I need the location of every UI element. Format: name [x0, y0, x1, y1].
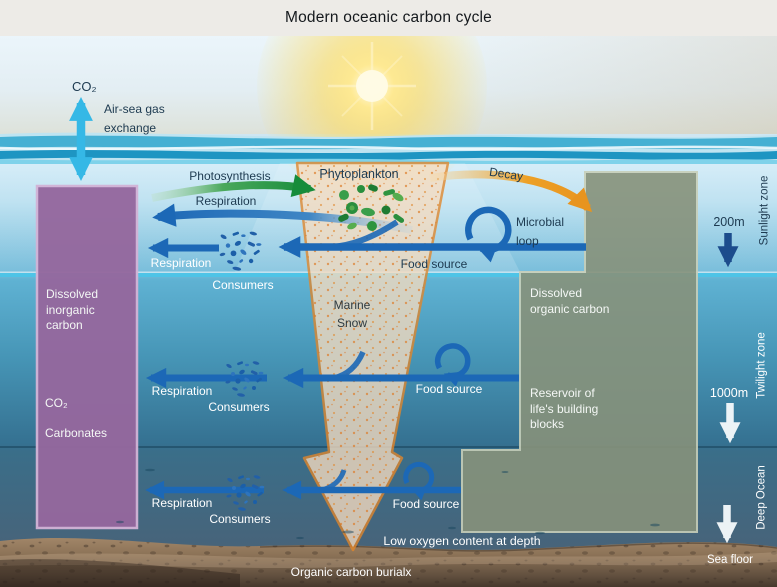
consumers-label-row2: Consumers	[208, 400, 270, 414]
carbon-burial-label: Organic carbon burialx	[290, 565, 412, 579]
food-source-label-row2: Food source	[415, 382, 483, 396]
sunlight-zone-label: Sunlight zone	[758, 175, 771, 246]
twilight-zone-label: Twilight zone	[755, 332, 768, 399]
dissolved-inorganic-carbon-box	[35, 184, 139, 530]
doc-box-title: Dissolved organic carbon	[530, 286, 610, 316]
sea-floor-label: Sea floor	[706, 554, 754, 566]
respiration-label-row2: Respiration	[151, 384, 213, 398]
respiration-top-label: Respiration	[195, 194, 257, 208]
doc-box-subtitle: Reservoir of life's building blocks	[530, 386, 599, 432]
microbial-loop-label: Microbial loop	[516, 215, 565, 248]
sea-floor	[0, 537, 777, 587]
respiration-arrow-top	[152, 203, 413, 234]
food-source-label-row3: Food source	[392, 497, 460, 511]
decay-arrow	[429, 170, 593, 213]
respiration-label-row3: Respiration	[151, 496, 213, 510]
title-bar: Modern oceanic carbon cycle	[0, 0, 777, 36]
co2-atmosphere-label: CO₂	[72, 79, 97, 94]
marine-snow-funnel	[295, 161, 450, 552]
low-oxygen-label: Low oxygen content at depth	[383, 534, 541, 548]
photosynthesis-label: Photosynthesis	[189, 169, 271, 183]
phytoplankton-icons	[338, 184, 405, 231]
food-source-label-row1: Food source	[400, 257, 468, 271]
phytoplankton-label: Phytoplankton	[319, 167, 399, 181]
consumers-label-row3: Consumers	[209, 512, 271, 526]
deep-ocean-label: Deep Ocean	[755, 465, 768, 530]
dic-box-title: Dissolved inorganic carbon	[46, 287, 99, 333]
loop-arrow-twilight	[435, 343, 471, 387]
sea-surface-waves	[0, 132, 777, 164]
air-sea-exchange-label: Air-sea gas exchange	[104, 102, 165, 135]
dissolved-organic-carbon-box	[461, 171, 698, 533]
consumers-label-row1: Consumers	[212, 278, 274, 292]
depth-200m-label: 200m	[713, 215, 745, 229]
dic-box-carbonates: Carbonates	[45, 426, 108, 440]
diagram-title: Modern oceanic carbon cycle	[284, 9, 492, 26]
loop-arrow-deep	[403, 461, 435, 501]
respiration-label-row1: Respiration	[150, 256, 212, 270]
photosynthesis-arrow	[151, 174, 316, 202]
depth-1000m-label: 1000m	[709, 386, 749, 400]
sediment-particles	[116, 468, 660, 540]
marine-snow-label: Marine Snow	[333, 298, 371, 330]
dic-box-co2: CO₂	[45, 396, 68, 410]
